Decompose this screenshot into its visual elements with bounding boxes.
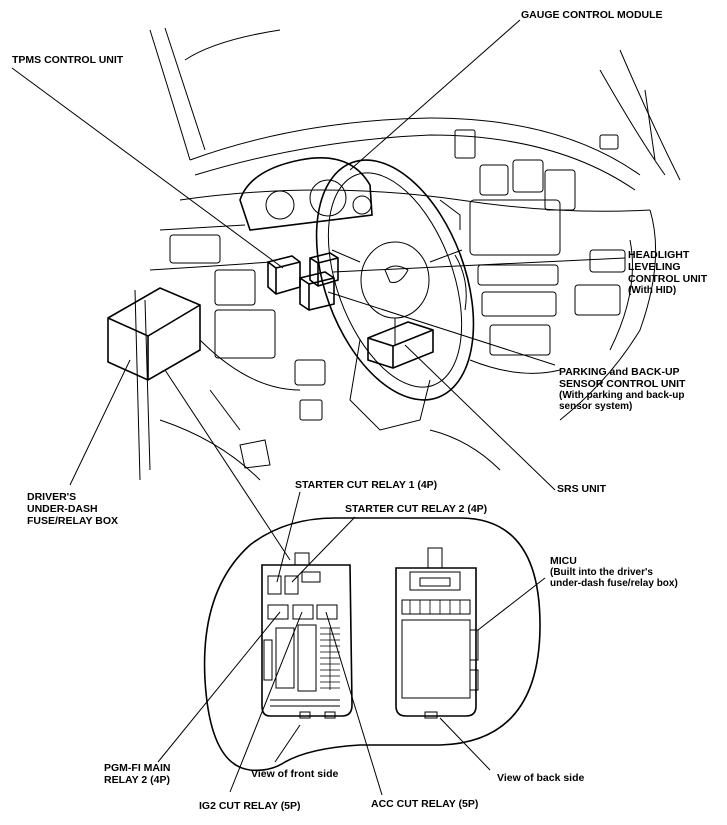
label-starter-cut-relay-2: STARTER CUT RELAY 2 (4P) — [345, 503, 488, 515]
label-headlight-leveling-control-unit: HEADLIGHT LEVELING CONTROL UNIT (With HI… — [628, 249, 707, 296]
parking-line-1: PARKING and BACK-UP — [559, 366, 680, 378]
headlight-line-2: LEVELING — [628, 261, 681, 273]
pgm-fi-line-2: RELAY 2 (4P) — [104, 774, 170, 786]
label-tpms-control-unit: TPMS CONTROL UNIT — [12, 54, 124, 66]
micu-title: MICU — [550, 555, 577, 567]
parking-note-1: (With parking and back-up — [559, 390, 685, 401]
drivers-box-line-2: UNDER-DASH — [27, 503, 98, 515]
front-side-fuse-box — [261, 552, 353, 719]
micu-note-2: under-dash fuse/relay box) — [550, 578, 678, 589]
label-parking-back-up-sensor-control-unit: PARKING and BACK-UP SENSOR CONTROL UNIT … — [559, 366, 685, 412]
pgm-fi-line-1: PGM-FI MAIN — [104, 762, 171, 774]
label-gauge-control-module: GAUGE CONTROL MODULE — [521, 9, 663, 21]
drivers-box-line-1: DRIVER'S — [27, 491, 77, 503]
inset-loop — [203, 517, 541, 772]
parking-note-2: sensor system) — [559, 401, 633, 412]
label-pgm-fi-main-relay-2: PGM-FI MAIN RELAY 2 (4P) — [104, 762, 171, 786]
label-srs-unit: SRS UNIT — [557, 483, 607, 495]
back-side-fuse-box — [395, 547, 479, 719]
headlight-note: (With HID) — [628, 285, 677, 296]
label-ig2-cut-relay: IG2 CUT RELAY (5P) — [199, 800, 301, 812]
dashboard-illustration — [107, 27, 681, 481]
label-starter-cut-relay-1: STARTER CUT RELAY 1 (4P) — [295, 479, 438, 491]
label-acc-cut-relay: ACC CUT RELAY (5P) — [371, 798, 479, 810]
label-micu: MICU (Built into the driver's under-dash… — [550, 555, 678, 589]
leader-lines — [11, 19, 626, 796]
drivers-box-line-3: FUSE/RELAY BOX — [27, 515, 119, 527]
micu-note-1: (Built into the driver's — [550, 567, 653, 578]
headlight-line-3: CONTROL UNIT — [628, 273, 708, 285]
label-drivers-under-dash-fuse-relay-box: DRIVER'S UNDER-DASH FUSE/RELAY BOX — [27, 491, 118, 527]
headlight-line-1: HEADLIGHT — [628, 249, 690, 261]
parking-line-2: SENSOR CONTROL UNIT — [559, 378, 686, 390]
label-view-of-back-side: View of back side — [497, 772, 585, 784]
label-view-of-front-side: View of front side — [251, 768, 339, 780]
